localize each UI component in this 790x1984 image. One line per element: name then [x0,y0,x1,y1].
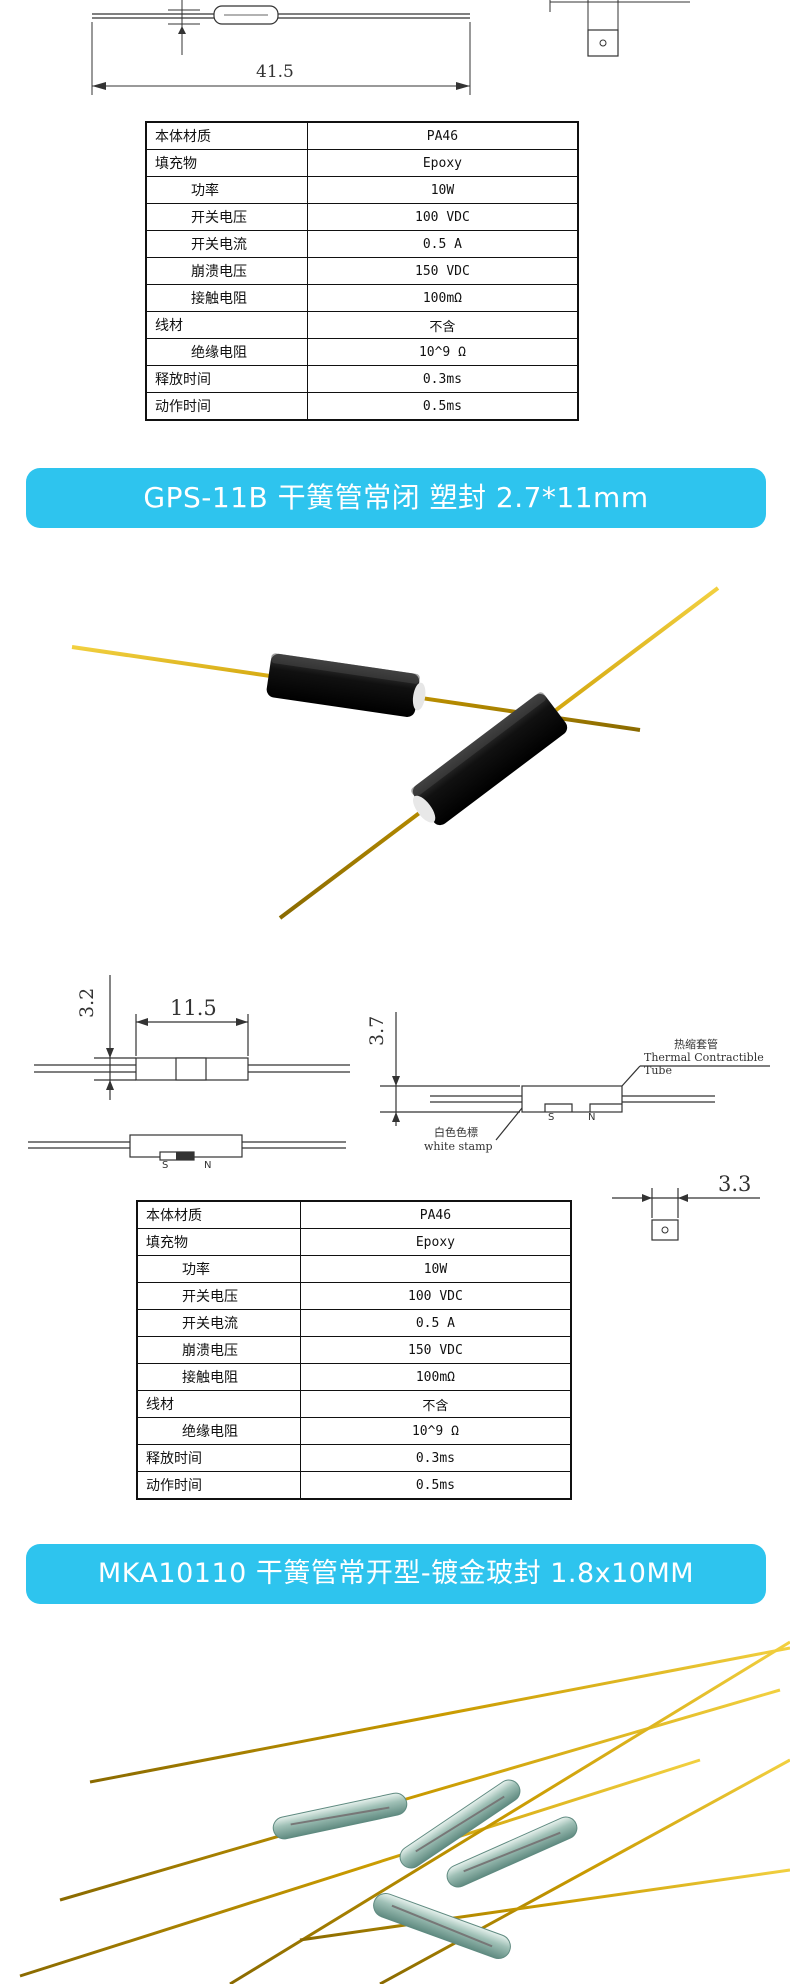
length-label-11-5: 11.5 [170,996,217,1020]
spec-value: Epoxy [299,1228,572,1256]
spec-value: 0.3ms [299,1444,572,1472]
spec-label: 开关电压 [145,203,308,231]
spec-label: 崩溃电压 [136,1336,301,1364]
spec-label: 动作时间 [145,392,308,421]
tube-label-cn: 热缩套管 [674,1038,718,1051]
spec-value: PA46 [299,1200,572,1229]
pole-n-label-top: N [588,1112,596,1123]
spec-label: 开关电流 [136,1309,301,1337]
spec-value: 10^9 Ω [299,1417,572,1445]
spec-value: 100 VDC [299,1282,572,1310]
spec-value: 0.5ms [299,1471,572,1500]
spec-label: 功率 [136,1255,301,1283]
spec-label: 接触电阻 [136,1363,301,1391]
spec-label: 动作时间 [136,1471,301,1500]
spec-value: 0.3ms [306,365,579,393]
product-banner-gps-11b: GPS-11B 干簧管常闭 塑封 2.7*11mm [26,468,766,528]
pole-s-label-bottom: S [162,1160,169,1171]
spec-value: 10W [306,176,579,204]
spec-value: 0.5ms [306,392,579,421]
stamp-label-en: white stamp [424,1140,493,1153]
spec-value: PA46 [306,121,579,150]
spec-row: 线材不含 [136,1390,572,1418]
spec-value: 100 VDC [306,203,579,231]
spec-label: 线材 [136,1390,301,1418]
end-width-label-3-3: 3.3 [718,1172,752,1196]
spec-label: 释放时间 [136,1444,301,1472]
spec-label: 绝缘电阻 [136,1417,301,1445]
spec-label: 绝缘电阻 [145,338,308,366]
spec-label: 功率 [145,176,308,204]
spec-label: 填充物 [136,1228,301,1256]
tube-label-en: Thermal Contractible Tube [644,1051,764,1077]
spec-value: 0.5 A [306,230,579,258]
spec-value: 150 VDC [299,1336,572,1364]
drawing-1 [91,0,690,95]
product-banner-mka10110: MKA10110 干簧管常开型-镀金玻封 1.8x10MM [26,1544,766,1604]
pole-n-label-bottom: N [204,1160,212,1171]
spec-value: Epoxy [306,149,579,177]
stamp-label-cn: 白色色標 [434,1126,478,1139]
spec-value: 10^9 Ω [306,338,579,366]
spec-label: 开关电流 [145,230,308,258]
spec-label: 填充物 [145,149,308,177]
spec-label: 释放时间 [145,365,308,393]
length-label-1: 41.5 [256,62,294,82]
spec-label: 本体材质 [145,121,308,150]
spec-row: 线材不含 [145,311,579,339]
pole-s-label-top: S [548,1112,555,1123]
spec-label: 崩溃电压 [145,257,308,285]
spec-value: 150 VDC [306,257,579,285]
spec-value: 100mΩ [299,1363,572,1391]
spec-label: 开关电压 [136,1282,301,1310]
